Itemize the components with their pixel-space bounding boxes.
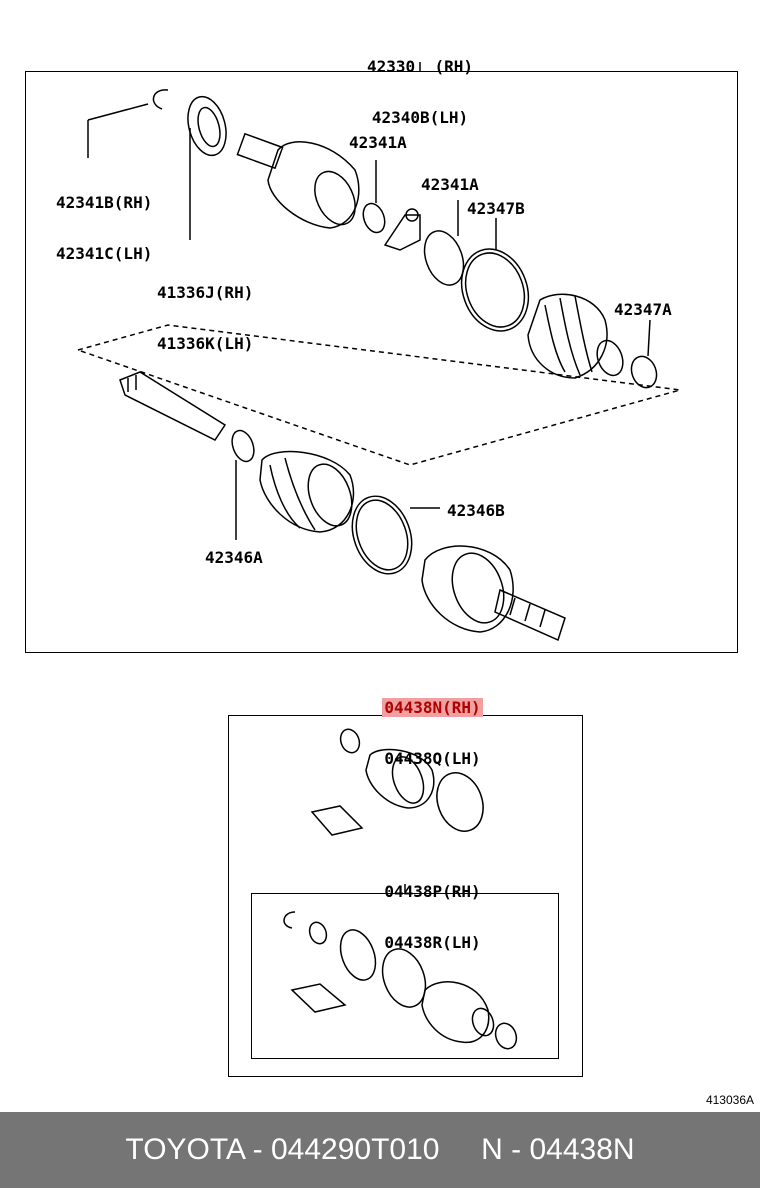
sub-kit-number-rh: 04438P(RH) <box>384 882 481 901</box>
part-label-42341b: 42341B(RH) 42341C(LH) <box>56 160 152 279</box>
part-label-42347b: 42347B <box>467 199 525 218</box>
drive-shaft <box>119 371 227 441</box>
boot-clamp-42346a <box>231 429 255 463</box>
snap-ring-42341a-2 <box>423 230 465 286</box>
sub-boot <box>421 981 490 1044</box>
snap-ring-42341a <box>362 202 386 234</box>
part-label-42347a: 42347A <box>614 300 672 319</box>
assembly-part-label: 42330 (RH) 42340B(LH) <box>345 24 495 143</box>
leader-line <box>647 319 651 357</box>
inboard-joint-stub <box>236 132 284 170</box>
diagram-reference-code: 413036A <box>705 1093 754 1107</box>
footer-banner: TOYOTA - 044290T010 N - 04438N <box>0 1112 760 1188</box>
boot-kit-sub-frame <box>251 893 559 1059</box>
parts-illustration <box>75 62 681 1050</box>
outboard-joint <box>421 545 514 633</box>
boot-clamp-42346b <box>351 495 413 575</box>
inboard-boot <box>527 293 608 379</box>
boot-clamp-42347b <box>460 248 530 332</box>
tripod-joint <box>383 214 421 251</box>
sub-clamp-small <box>494 1022 518 1050</box>
part-label-42346b: 42346B <box>447 501 505 520</box>
sub-kit-part-label: 04438P(RH) 04438R(LH) <box>365 849 500 968</box>
snap-ring-42341b <box>152 89 169 110</box>
leader-line <box>87 103 149 121</box>
part-number-lh: 41336K(LH) <box>157 334 254 353</box>
kit-number-lh: 04438Q(LH) <box>384 749 481 768</box>
part-number-rh: 41336J(RH) <box>157 283 254 302</box>
kit-boot <box>365 748 435 809</box>
part-label-42341a-second: 42341A <box>421 175 479 194</box>
boot-kit-part-label: 04438N(RH) 04438Q(LH) <box>365 665 500 784</box>
inboard-joint-housing <box>267 141 360 229</box>
main-assembly-frame <box>25 71 738 653</box>
part-label-42346a: 42346A <box>205 548 263 567</box>
sub-grease-tube <box>290 983 347 1013</box>
kit-clamp-small <box>339 728 361 754</box>
sub-snap-ring <box>283 911 296 929</box>
sub-seal <box>308 921 328 945</box>
kit-clamp-large <box>436 772 484 832</box>
sub-kit-number-lh: 04438R(LH) <box>384 933 481 952</box>
part-label-42341a: 42341A <box>349 133 407 152</box>
sub-snap-ring-large <box>339 929 377 981</box>
kit-grease-tube <box>310 805 364 836</box>
outboard-boot <box>259 450 355 533</box>
sub-clamp <box>381 948 427 1008</box>
part-number-rh: 42341B(RH) <box>56 193 153 212</box>
boot-clamp-42347a <box>630 355 658 389</box>
part-label-41336j: 41336J(RH) 41336K(LH) <box>157 250 253 369</box>
highlighted-part-number[interactable]: 04438N(RH) <box>382 698 483 717</box>
assembly-number-lh: 42340B(LH) <box>371 108 469 127</box>
assembly-number-rh: 42330 (RH) <box>367 57 473 76</box>
part-number-lh: 42341C(LH) <box>56 244 153 263</box>
